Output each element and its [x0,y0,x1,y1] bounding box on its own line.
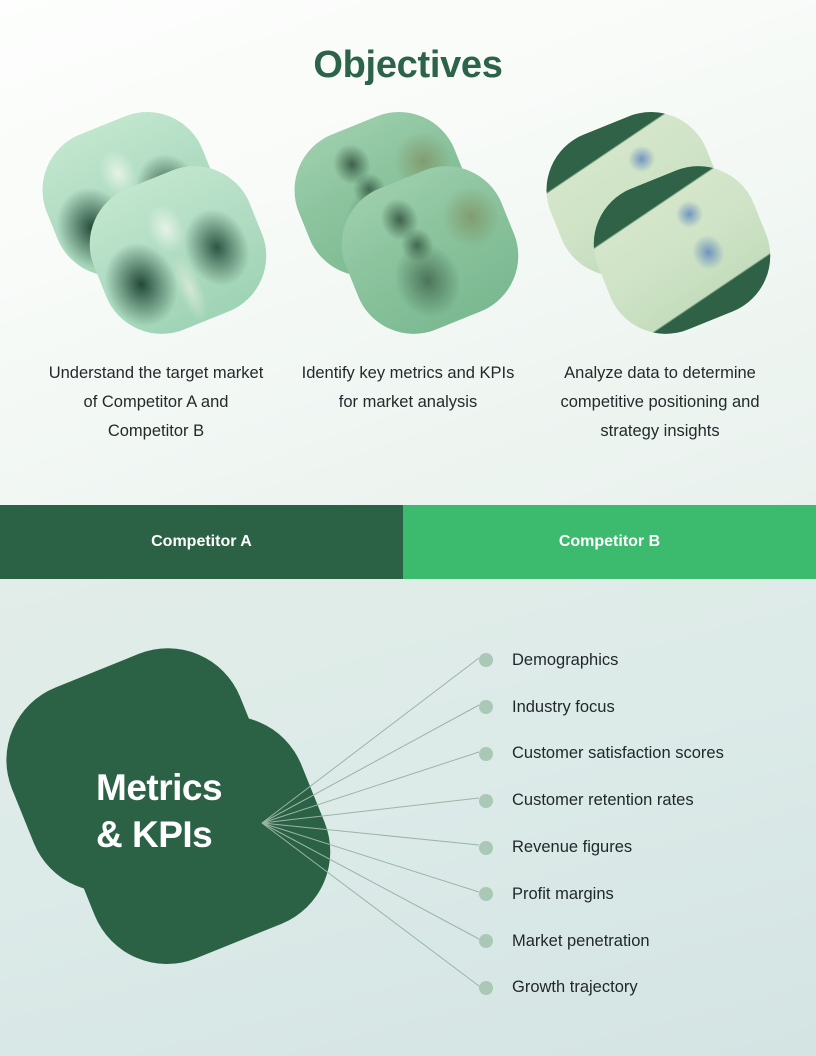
list-item-label: Industry focus [512,697,615,716]
kpi-list: Demographics Industry focus Customer sat… [470,637,810,1011]
list-item[interactable]: Customer retention rates [470,777,810,824]
metrics-kpis-section: Metrics & KPIs Demographics Industry foc… [0,579,816,1056]
list-item[interactable]: Demographics [470,637,810,684]
metrics-title-line-1: Metrics [96,767,223,808]
list-item-label: Customer retention rates [512,791,694,810]
list-item[interactable]: Industry focus [470,684,810,731]
bullet-dot-icon [479,793,493,808]
metrics-blob-title: Metrics & KPIs [96,764,326,858]
team-meeting-photo [24,93,285,352]
banner-competitor-a[interactable]: Competitor A [0,505,403,579]
man-with-laptop-photo [276,93,537,352]
bullet-dot-icon [479,653,493,668]
list-item-label: Customer satisfaction scores [512,744,724,763]
banner-competitor-b-label: Competitor B [558,533,661,550]
bullet-dot-icon [479,700,493,715]
objective-cards: Understand the target market of Competit… [0,93,816,446]
list-item-label: Demographics [512,650,619,669]
objective-caption: Identify key metrics and KPIs for market… [301,364,515,411]
list-item-label: Growth trajectory [512,978,638,997]
list-item[interactable]: Profit margins [470,871,810,918]
bullet-dot-icon [479,746,493,761]
list-item[interactable]: Revenue figures [470,824,810,871]
list-item[interactable]: Market penetration [470,918,810,965]
list-item-label: Profit margins [512,884,614,903]
list-item-label: Revenue figures [512,838,633,857]
objectives-section: Objectives Understand the target market … [0,0,816,505]
objective-card: Identify key metrics and KPIs for market… [276,93,537,446]
objective-caption: Analyze data to determine competitive po… [560,364,760,440]
objective-card: Analyze data to determine competitive po… [528,93,789,446]
list-item-label: Market penetration [512,931,650,950]
metrics-title-line-2: & KPIs [96,814,213,855]
list-item[interactable]: Customer satisfaction scores [470,731,810,778]
objective-caption: Understand the target market of Competit… [48,364,264,440]
objective-card: Understand the target market of Competit… [24,93,285,446]
list-item[interactable]: Growth trajectory [470,965,810,1012]
banner-competitor-a-label: Competitor A [151,533,252,550]
bullet-dot-icon [479,980,493,995]
banner-competitor-b[interactable]: Competitor B [403,505,816,579]
bullet-dot-icon [479,887,493,902]
dashboard-screen-photo [528,93,789,352]
bullet-dot-icon [479,934,493,949]
bullet-dot-icon [479,840,493,855]
page-title: Objectives [313,44,503,86]
competitor-banners: Competitor A Competitor B [0,505,816,579]
